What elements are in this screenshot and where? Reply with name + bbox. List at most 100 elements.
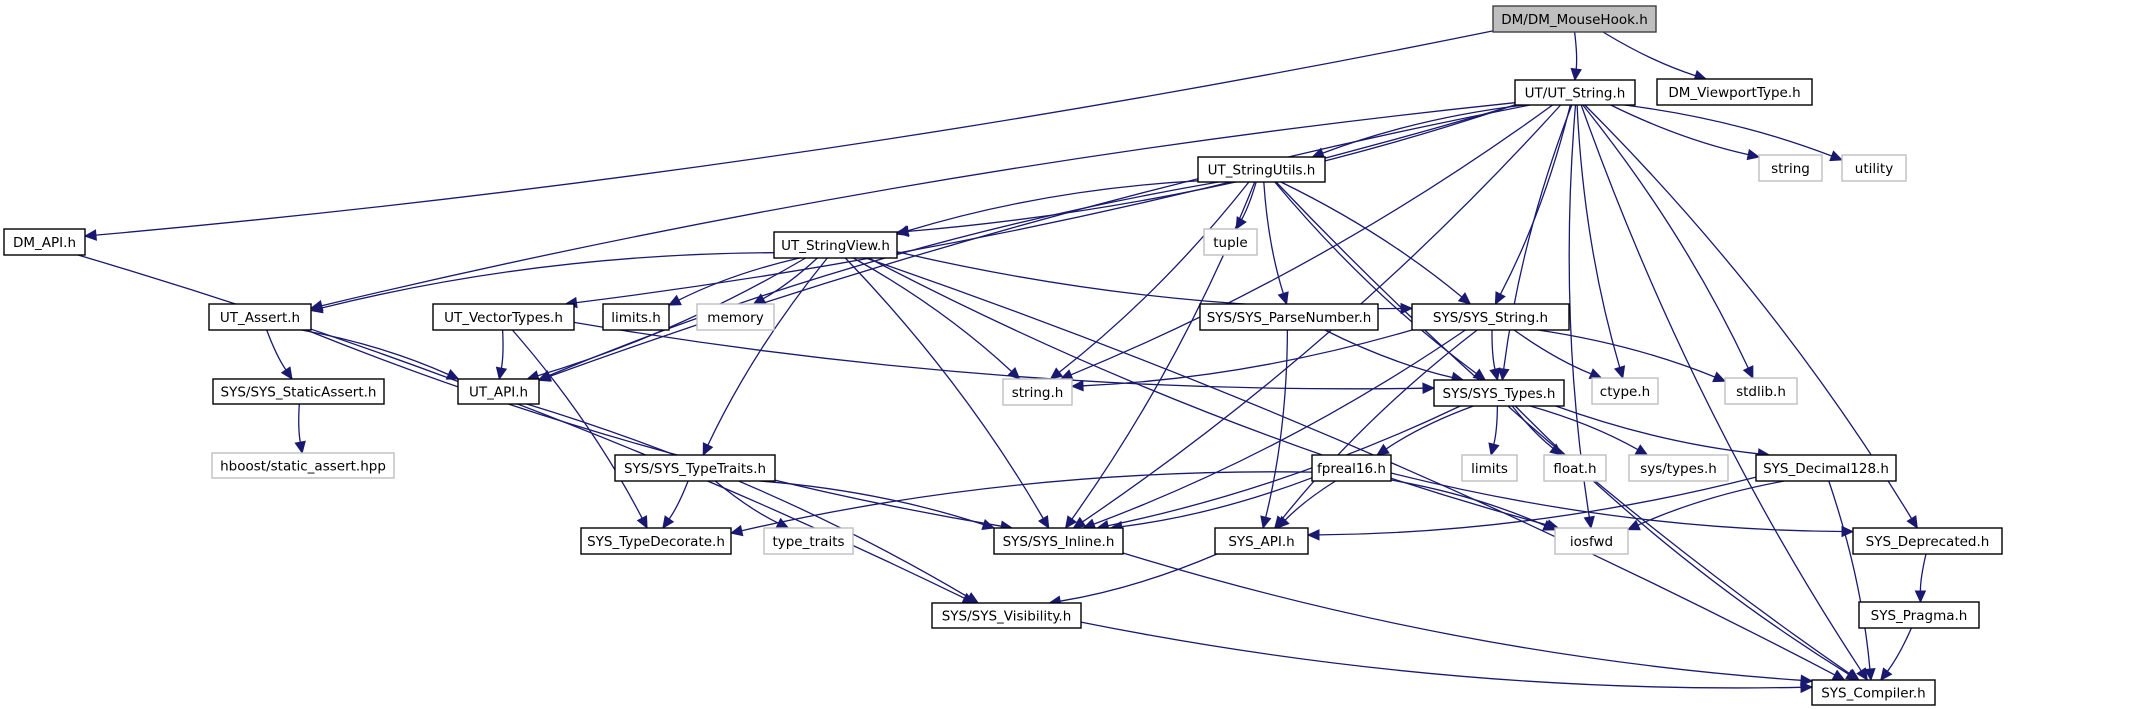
- node-box[interactable]: [1199, 303, 1379, 331]
- node-box[interactable]: [1858, 601, 1980, 629]
- edge-visibility-to-compiler: [1080, 621, 1802, 689]
- node-viewporttype[interactable]: DM_ViewportType.h: [1656, 78, 1813, 106]
- node-box[interactable]: [1755, 454, 1897, 482]
- node-box[interactable]: [1492, 5, 1657, 33]
- node-sys_api[interactable]: SYS_API.h: [1214, 527, 1309, 555]
- edge-ut_string-to-string: [1610, 104, 1749, 156]
- node-box[interactable]: [212, 378, 385, 405]
- edge-fpreal16-to-typedecorate: [741, 471, 1313, 532]
- arrowhead-icon: [895, 225, 910, 237]
- node-box[interactable]: [1433, 379, 1565, 407]
- node-pragma[interactable]: SYS_Pragma.h: [1858, 601, 1980, 629]
- edge-sys_types-to-decimal128: [1555, 405, 1759, 455]
- node-box[interactable]: [1197, 156, 1326, 183]
- edge-parsenumber-to-sys_api: [1265, 329, 1289, 518]
- node-box[interactable]: [1311, 454, 1392, 482]
- node-box: [696, 303, 775, 331]
- node-box[interactable]: [432, 303, 575, 331]
- node-box[interactable]: [931, 602, 1082, 629]
- node-label: UT_StringUtils.h: [1208, 163, 1316, 179]
- node-sys_inline[interactable]: SYS/SYS_Inline.h: [993, 527, 1124, 555]
- node-typetraits[interactable]: SYS/SYS_TypeTraits.h: [614, 454, 776, 482]
- node-limits_h[interactable]: limits.h: [602, 303, 670, 331]
- arrowhead-icon: [1422, 382, 1436, 394]
- node-label: DM_API.h: [13, 235, 76, 251]
- node-ut_api[interactable]: UT_API.h: [457, 378, 540, 405]
- node-box: [1203, 228, 1258, 256]
- node-parsenumber[interactable]: SYS/SYS_ParseNumber.h: [1199, 303, 1379, 331]
- node-deprecated[interactable]: SYS_Deprecated.h: [1852, 527, 2003, 555]
- edge-fpreal16-to-iosfwd: [1390, 479, 1546, 527]
- node-ut_assert[interactable]: UT_Assert.h: [208, 303, 312, 331]
- edge-ut_string-to-stdlib_h: [1582, 104, 1749, 369]
- node-stringutils[interactable]: UT_StringUtils.h: [1197, 156, 1326, 183]
- node-label: SYS_Deprecated.h: [1866, 534, 1990, 550]
- node-box: [763, 527, 854, 555]
- edge-typetraits-to-type_traits: [714, 480, 779, 524]
- node-box[interactable]: [993, 527, 1124, 555]
- node-box[interactable]: [1656, 78, 1813, 106]
- arrowhead-icon: [1800, 681, 1814, 694]
- arrowhead-icon: [1829, 150, 1844, 162]
- node-stringview[interactable]: UT_StringView.h: [773, 231, 898, 259]
- edge-ut_string-to-stringutils: [1322, 104, 1525, 154]
- arrowhead-icon: [1306, 529, 1320, 541]
- node-box: [1554, 527, 1629, 555]
- arrowhead-icon: [1049, 367, 1064, 380]
- edge-fpreal16-to-sys_api: [1284, 480, 1336, 521]
- node-label: UT_VectorTypes.h: [444, 310, 563, 326]
- edge-stringutils-to-sys_string: [1280, 181, 1463, 298]
- node-dm_api[interactable]: DM_API.h: [3, 228, 86, 256]
- edge-stringutils-to-parsenumber: [1263, 181, 1284, 294]
- node-decimal128[interactable]: SYS_Decimal128.h: [1755, 454, 1897, 482]
- arrowhead-icon: [1588, 368, 1603, 380]
- edge-staticassert-to-hboost_sa: [298, 403, 301, 443]
- edge-ut_string-to-string_h: [1070, 104, 1553, 376]
- edge-stringutils-to-ut_api: [548, 181, 1219, 377]
- node-sys_string[interactable]: SYS/SYS_String.h: [1411, 303, 1570, 331]
- node-typedecorate[interactable]: SYS_TypeDecorate.h: [580, 527, 732, 555]
- node-label: stdlib.h: [1736, 384, 1786, 400]
- node-sys_types[interactable]: SYS/SYS_Types.h: [1433, 379, 1565, 407]
- arrowhead-icon: [1489, 367, 1501, 382]
- node-label: SYS_TypeDecorate.h: [587, 534, 725, 550]
- arrowhead-icon: [1542, 519, 1557, 531]
- node-staticassert[interactable]: SYS/SYS_StaticAssert.h: [212, 378, 385, 405]
- edge-sys_string-to-string_h: [1082, 329, 1413, 387]
- node-box[interactable]: [614, 454, 776, 482]
- arrowhead-icon: [1072, 516, 1087, 529]
- arrowhead-icon: [1614, 365, 1626, 380]
- node-vectortypes[interactable]: UT_VectorTypes.h: [432, 303, 575, 331]
- edge-sys_types-to-float_h: [1511, 405, 1554, 449]
- node-box[interactable]: [457, 378, 540, 405]
- edge-stringview-to-string_h: [853, 257, 1013, 372]
- arrowhead-icon: [1400, 302, 1414, 315]
- edge-typetraits-to-typedecorate: [668, 480, 689, 520]
- node-label: limits.h: [611, 310, 661, 326]
- node-box[interactable]: [208, 303, 312, 331]
- edge-ut_assert-to-ut_api: [301, 329, 449, 376]
- node-box[interactable]: [1811, 679, 1936, 706]
- node-mousehook[interactable]: DM/DM_MouseHook.h: [1492, 5, 1657, 33]
- node-label: DM/DM_MouseHook.h: [1501, 12, 1648, 28]
- arrowhead-icon: [1914, 590, 1927, 604]
- node-box[interactable]: [580, 527, 732, 555]
- node-visibility[interactable]: SYS/SYS_Visibility.h: [931, 602, 1082, 629]
- node-fpreal16[interactable]: fpreal16.h: [1311, 454, 1392, 482]
- arrowhead-icon: [1845, 669, 1859, 681]
- edge-ut_string-to-compiler: [1580, 104, 1862, 672]
- node-compiler[interactable]: SYS_Compiler.h: [1811, 679, 1936, 706]
- node-box[interactable]: [1411, 303, 1570, 331]
- node-box[interactable]: [3, 228, 86, 256]
- node-box[interactable]: [602, 303, 670, 331]
- node-ut_string[interactable]: UT/UT_String.h: [1514, 79, 1636, 106]
- node-box[interactable]: [1214, 527, 1309, 555]
- edge-stringview-to-sys_string: [896, 251, 1402, 310]
- edge-stringutils-to-stringview: [907, 180, 1199, 232]
- arrowhead-icon: [1497, 367, 1510, 382]
- arrowhead-icon: [445, 368, 460, 380]
- node-box[interactable]: [1514, 79, 1636, 106]
- node-box[interactable]: [773, 231, 898, 259]
- edge-fpreal16-to-sys_inline: [1121, 477, 1313, 528]
- node-box[interactable]: [1852, 527, 2003, 555]
